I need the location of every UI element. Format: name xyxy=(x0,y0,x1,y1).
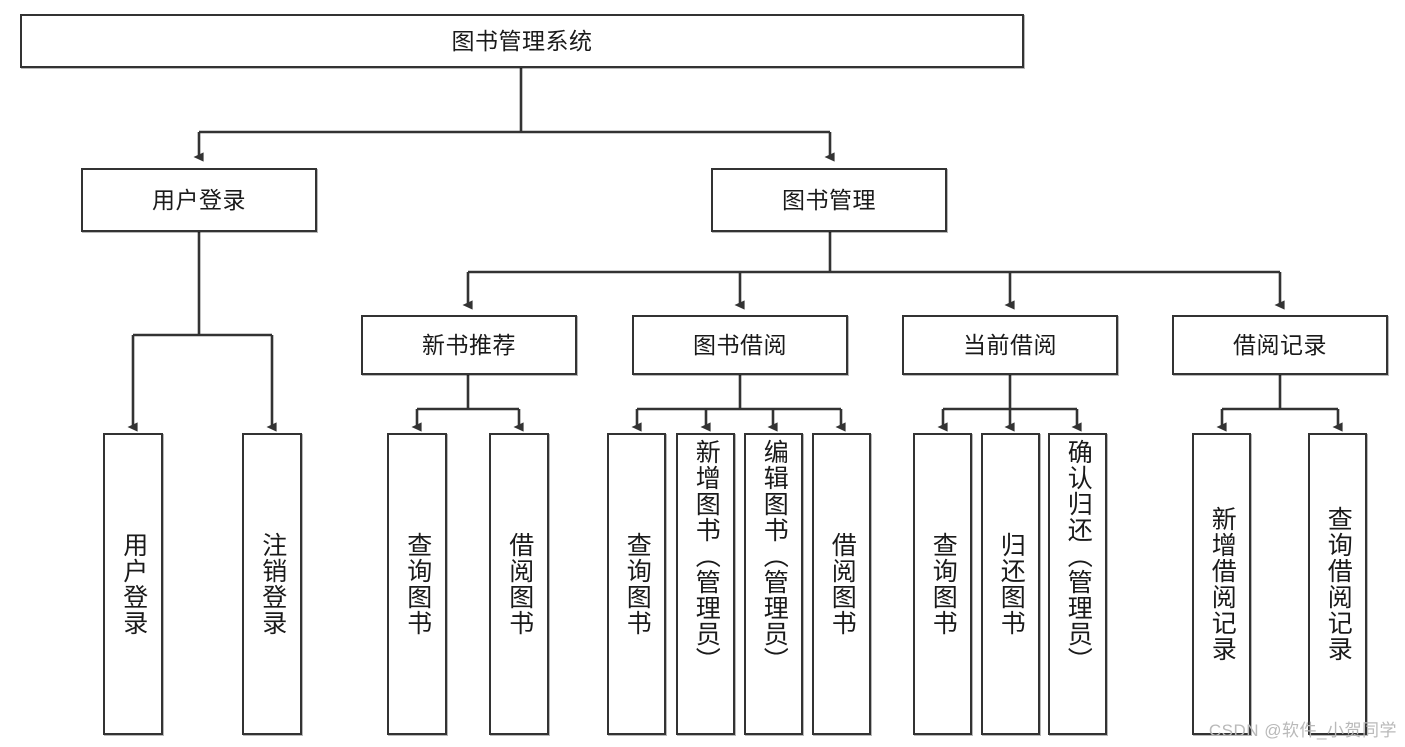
node-label: 查询图书 xyxy=(929,532,958,636)
node-label: 借阅记录 xyxy=(1233,331,1327,358)
node-label: 新增图书（管理员） xyxy=(692,439,721,673)
node-label: 借阅图书 xyxy=(828,532,857,636)
node-label: 查询图书 xyxy=(623,532,652,636)
node-book-management[interactable]: 图书管理 xyxy=(711,168,947,232)
node-label: 新增借阅记录 xyxy=(1208,506,1237,662)
leaf-new-book-borrow-book[interactable]: 借阅图书 xyxy=(489,433,549,735)
leaf-user-login-logout[interactable]: 注销登录 xyxy=(242,433,302,735)
node-label: 借阅图书 xyxy=(505,532,534,636)
leaf-new-book-query-book[interactable]: 查询图书 xyxy=(387,433,447,735)
node-label: 确认归还（管理员） xyxy=(1064,439,1093,673)
node-borrow-record[interactable]: 借阅记录 xyxy=(1172,315,1388,375)
leaf-book-borrow-query-book[interactable]: 查询图书 xyxy=(607,433,666,735)
leaf-user-login-login[interactable]: 用户登录 xyxy=(103,433,163,735)
leaf-current-borrow-query-book[interactable]: 查询图书 xyxy=(913,433,972,735)
node-label: 归还图书 xyxy=(997,532,1026,636)
node-root-book-management-system[interactable]: 图书管理系统 xyxy=(20,14,1024,68)
node-current-borrow[interactable]: 当前借阅 xyxy=(902,315,1118,375)
node-label: 图书管理系统 xyxy=(451,27,593,54)
node-label: 查询图书 xyxy=(403,532,432,636)
node-label: 图书借阅 xyxy=(693,331,787,358)
leaf-current-borrow-return-book[interactable]: 归还图书 xyxy=(981,433,1040,735)
node-label: 图书管理 xyxy=(782,186,876,213)
node-user-login[interactable]: 用户登录 xyxy=(81,168,317,232)
watermark-text: CSDN @软件_小贺同学 xyxy=(1208,721,1397,740)
leaf-borrow-record-query-record[interactable]: 查询借阅记录 xyxy=(1308,433,1367,735)
node-label: 新书推荐 xyxy=(422,331,516,358)
leaf-borrow-record-add-record[interactable]: 新增借阅记录 xyxy=(1192,433,1251,735)
node-label: 用户登录 xyxy=(119,532,148,636)
leaf-book-borrow-edit-book-admin[interactable]: 编辑图书（管理员） xyxy=(744,433,803,735)
node-book-borrow[interactable]: 图书借阅 xyxy=(632,315,848,375)
leaf-book-borrow-borrow-book[interactable]: 借阅图书 xyxy=(812,433,871,735)
node-label: 查询借阅记录 xyxy=(1324,506,1353,662)
node-new-book-recommend[interactable]: 新书推荐 xyxy=(361,315,577,375)
leaf-current-borrow-confirm-return-admin[interactable]: 确认归还（管理员） xyxy=(1048,433,1107,735)
node-label: 编辑图书（管理员） xyxy=(760,439,789,673)
leaf-book-borrow-add-book-admin[interactable]: 新增图书（管理员） xyxy=(676,433,735,735)
node-label: 当前借阅 xyxy=(963,331,1057,358)
node-label: 用户登录 xyxy=(152,186,246,213)
node-label: 注销登录 xyxy=(258,532,287,636)
